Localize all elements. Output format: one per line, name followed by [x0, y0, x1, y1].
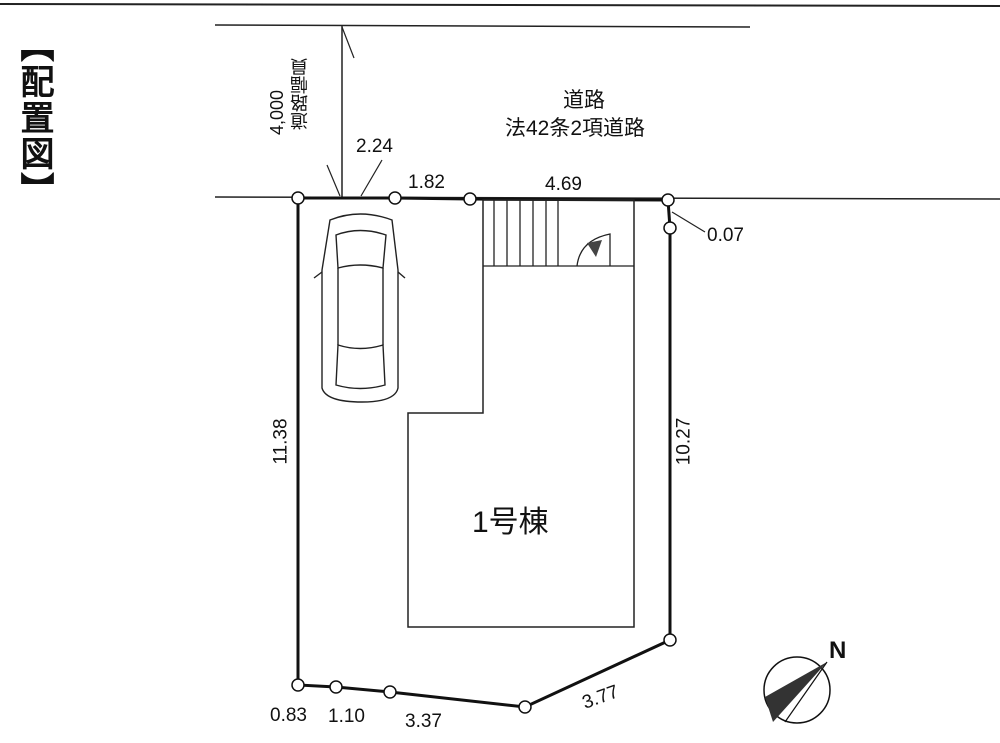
top-border: [0, 3, 1000, 7]
dimension-bottom-b: 1.10: [328, 706, 365, 727]
dimension-bottom-c: 3.37: [405, 711, 442, 732]
road-far-edge: [214, 24, 751, 28]
road-width-label: 道路幅員: [290, 58, 310, 130]
leader-line: [326, 164, 341, 197]
road-name: 道路: [563, 89, 605, 112]
compass-north-label: N: [829, 637, 847, 664]
north-compass-icon: [763, 656, 831, 724]
leader-line: [360, 159, 383, 197]
car-icon: [313, 213, 406, 403]
lot-boundary: [296, 196, 672, 709]
road-width-value: 4,000: [267, 90, 287, 136]
boundary-markers: [291, 191, 677, 714]
entrance-door-icon: [576, 233, 611, 267]
leader-line: [671, 211, 706, 233]
leader-line: [341, 26, 355, 59]
dimension-top-c: 4.69: [545, 174, 582, 195]
dimension-left: 11.38: [270, 418, 292, 465]
entrance-stairs: [483, 200, 634, 267]
dimension-right: 10.27: [673, 417, 695, 466]
building-outline: [407, 199, 635, 628]
dimension-corner: 0.07: [707, 225, 744, 246]
dimension-top-b: 1.82: [408, 172, 445, 193]
building-label: 1号棟: [472, 506, 549, 539]
dimension-bottom-a: 0.83: [270, 705, 307, 726]
page-title: 【配置図】: [14, 28, 54, 208]
dimension-top-a: 2.24: [356, 136, 393, 157]
road-type: 法42条2項道路: [505, 117, 646, 140]
